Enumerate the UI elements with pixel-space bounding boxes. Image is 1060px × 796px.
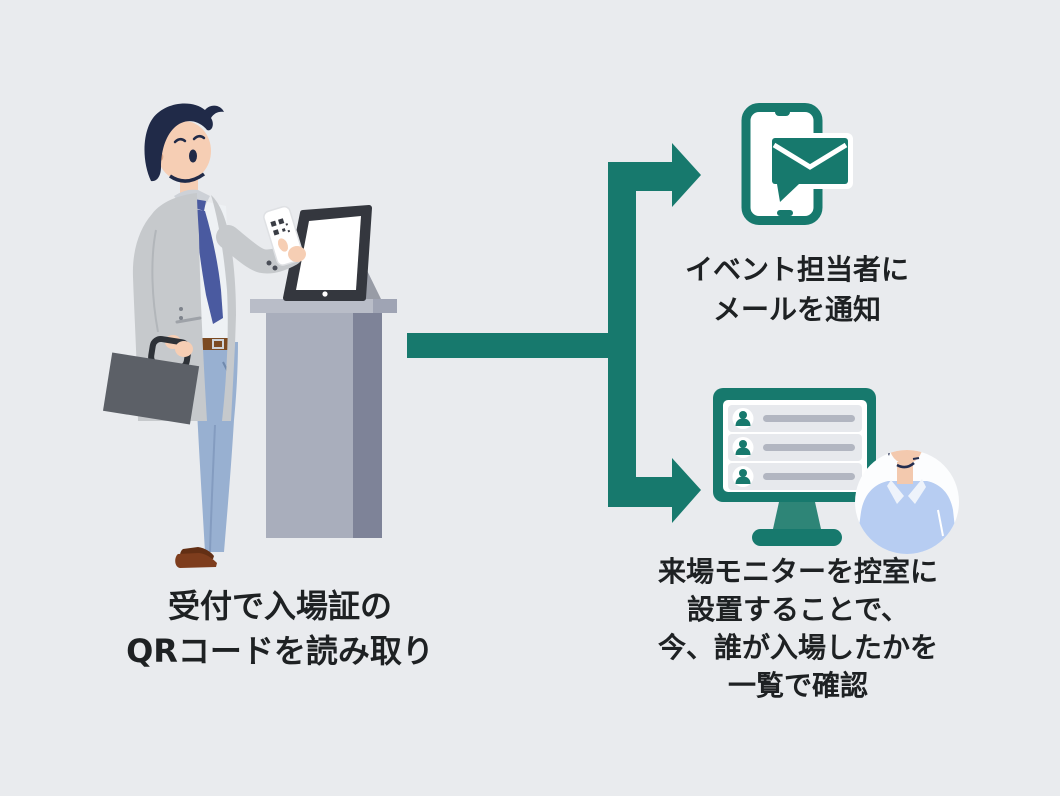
avatar-viewer-icon	[855, 435, 959, 554]
avatar-ear	[885, 450, 895, 452]
right-hand	[288, 246, 306, 262]
phone-notch	[775, 107, 790, 116]
visitor-list-row	[728, 434, 862, 461]
person-icon	[739, 411, 747, 419]
caption-email-line2: メールを通知	[712, 293, 882, 326]
belt-buckle	[212, 339, 224, 349]
caption-email-notify: イベント担当者に メールを通知	[685, 250, 909, 330]
jaw-line	[169, 172, 206, 183]
mail-bubble-tail	[777, 184, 799, 202]
hair	[144, 103, 224, 182]
arrow-bottom-bar	[608, 477, 674, 507]
branch-arrow-icon	[407, 143, 701, 523]
caption-checkin: 受付で入場証の QRコードを読み取り	[126, 584, 434, 674]
caption-email-line1: イベント担当者に	[684, 253, 910, 286]
avatar-face	[889, 450, 923, 464]
avatar-collar-left	[887, 480, 904, 504]
visitor-list	[728, 405, 862, 490]
caption-monitor-line2: 設置することで、	[686, 593, 910, 626]
phone-home-bar	[777, 210, 793, 216]
monitor-stand-neck	[773, 502, 821, 529]
caption-monitor-line1: 来場モニターを控室に	[657, 555, 939, 588]
visitor-list-row	[728, 405, 862, 432]
caption-monitor-line3: 今、誰が入場したかを	[657, 631, 939, 664]
phone-side-button	[272, 265, 278, 271]
reception-podium	[250, 299, 397, 538]
arrow-bottom-head	[672, 458, 701, 523]
caption-checkin-line1: 受付で入場証の	[167, 587, 393, 625]
briefcase-body	[103, 352, 200, 425]
arrow-top-bar	[608, 162, 674, 191]
arrow-vertical-bar	[608, 162, 636, 507]
jacket-button	[179, 307, 183, 311]
podium-top-slab	[250, 299, 397, 313]
person-icon	[739, 469, 747, 477]
podium-column-shade	[353, 313, 382, 538]
sleeve-seam-line	[151, 229, 159, 333]
avatar-hair	[884, 450, 932, 456]
thumb	[277, 238, 289, 252]
left-hand	[175, 341, 193, 357]
tie	[195, 209, 223, 324]
avatar-shirt	[855, 481, 958, 554]
tablet-screen	[296, 216, 361, 290]
visitor-monitor-icon	[713, 388, 876, 546]
podium-top-slab-end	[373, 299, 397, 313]
jacket-pocket-line	[175, 316, 202, 324]
row-text-bar	[763, 415, 855, 422]
mail-envelope-flap	[772, 142, 848, 170]
phone-side-button	[266, 260, 272, 266]
row-text-bar	[763, 444, 855, 451]
caption-monitor-line4: 一覧で確認	[727, 669, 869, 702]
tablet-home-button	[322, 291, 328, 297]
leg-divider-line	[209, 424, 216, 553]
shoe-front	[175, 553, 217, 568]
jacket-button	[179, 316, 183, 320]
caption-visitor-monitor: 来場モニターを控室に 設置することで、 今、誰が入場したかを 一覧で確認	[658, 553, 938, 705]
row-text-bar	[763, 473, 855, 480]
right-eye	[192, 135, 206, 141]
avatar-shirt-fold	[937, 509, 944, 537]
arrow-top-head	[672, 143, 701, 207]
avatar-collar-right	[908, 479, 926, 504]
qr-code-icon	[270, 218, 291, 236]
person-icon	[739, 440, 747, 448]
left-eye	[173, 138, 187, 144]
mouth	[189, 149, 197, 163]
visitor-figure	[103, 103, 306, 568]
belt	[202, 338, 233, 350]
avatar-eyebrow	[915, 435, 924, 437]
monitor-stand-base	[752, 529, 842, 546]
avatar-man	[855, 435, 958, 554]
checkin-tablet-icon	[283, 205, 381, 301]
arrow-main-bar	[407, 333, 636, 358]
avatar-jaw-line	[896, 462, 915, 469]
visitor-list-row	[728, 463, 862, 490]
mail-envelope-icon	[772, 138, 848, 184]
caption-checkin-line2: QRコードを読み取り	[126, 632, 434, 670]
smartphone-mail-icon	[741, 103, 853, 225]
avatar-mouth	[912, 457, 920, 460]
